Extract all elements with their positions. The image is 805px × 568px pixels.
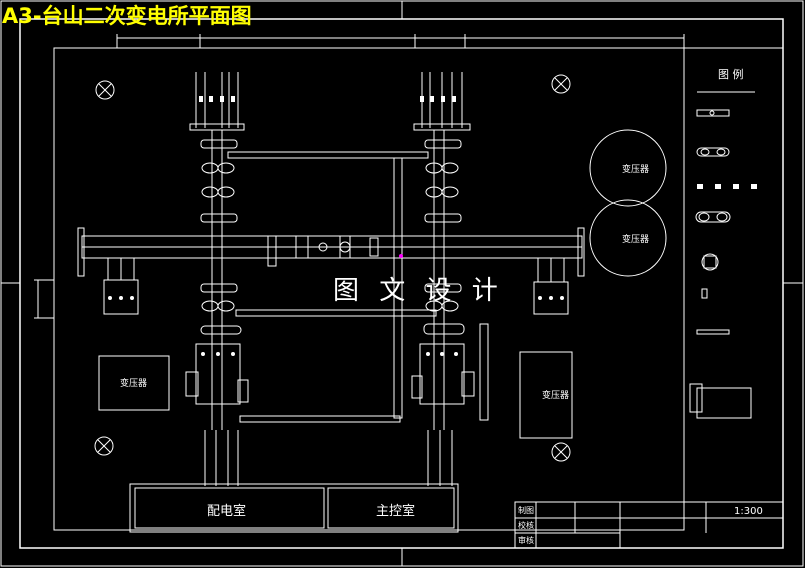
title-block-frame	[514, 501, 784, 549]
magenta-marker	[399, 254, 403, 258]
main-busbar	[77, 227, 585, 277]
site-boundary	[53, 47, 685, 531]
right-end-feeder	[533, 258, 569, 315]
building-block	[129, 483, 459, 533]
legend-title: 图 例	[718, 67, 744, 81]
transformer-box-right	[519, 351, 573, 439]
right-bay-equipment	[411, 139, 475, 405]
transformer-label-4: 变压器	[542, 389, 569, 401]
distribution-room-label: 配电室	[207, 503, 246, 519]
lighting-tower-sw	[94, 436, 114, 456]
legend-symbols	[689, 109, 752, 419]
title-block-scale: 1:300	[734, 506, 763, 517]
watermark: 图 文 设 计	[333, 276, 504, 306]
left-incoming-gantry	[189, 72, 245, 430]
transformer-circle-2	[589, 199, 667, 277]
transformer-label-1: 变压器	[622, 163, 649, 175]
transformer-label-2: 变压器	[622, 233, 649, 245]
title-block-label-1: 制图	[518, 505, 534, 515]
lighting-tower-ne	[551, 74, 571, 94]
main-control-room-label: 主控室	[376, 503, 415, 519]
cable-trench	[227, 151, 489, 423]
transformer-circle-1	[589, 129, 667, 207]
left-bay-equipment	[185, 139, 249, 405]
title-block-label-2: 校核	[518, 520, 534, 530]
transformer-label-3: 变压器	[120, 377, 147, 389]
left-end-feeder	[103, 258, 139, 315]
lighting-tower-se	[551, 442, 571, 462]
drawing-title: A3-台山二次变电所平面图	[2, 4, 252, 28]
lighting-tower-nw	[95, 80, 115, 100]
legend-dashed	[697, 184, 757, 189]
transformer-box-left	[98, 355, 170, 411]
insulator-dots	[108, 96, 564, 356]
title-block-label-3: 审核	[518, 535, 534, 545]
